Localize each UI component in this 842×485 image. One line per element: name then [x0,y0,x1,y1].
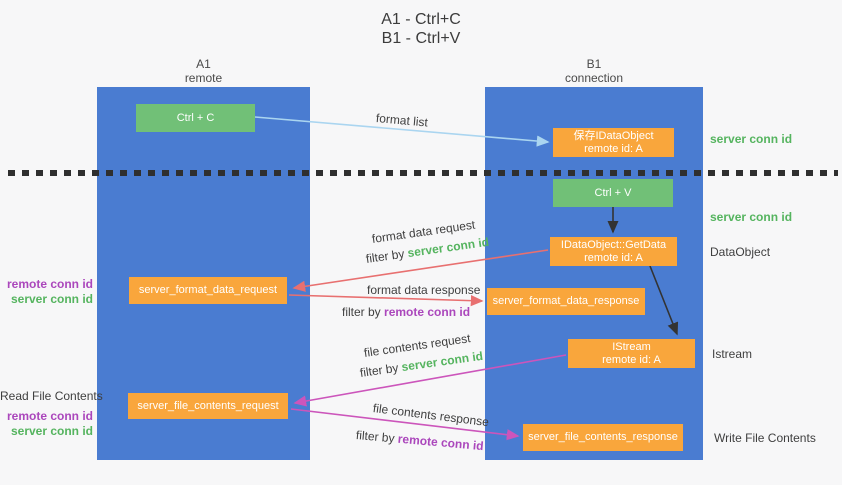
title-line-2: B1 - Ctrl+V [381,30,461,47]
filter-by-prefix: filter by [355,428,396,446]
annotation-write-file-contents: Write File Contents [714,431,816,445]
label-format-list: format list [375,111,429,130]
node-server-format-data-request: server_format_data_request [129,277,287,304]
annotation-server-conn-id-mid: server conn id [710,210,793,224]
filter-by-prefix: filter by [365,246,406,266]
node-ctrl-c: Ctrl + C [136,104,255,132]
lane-header-b1: B1 connection [485,57,703,85]
node-server-file-contents-request-label: server_file_contents_request [137,399,279,412]
node-ctrl-c-label: Ctrl + C [176,111,215,124]
node-server-file-contents-response: server_file_contents_response [523,424,683,451]
lane-header-a1: A1 remote [97,57,310,85]
node-server-format-data-response-label: server_format_data_response [492,295,640,307]
node-idataobject-getdata-line2: remote id: A [584,251,643,264]
node-save-dataobject: 保存IDataObject remote id: A [553,128,674,157]
annotation-remote-conn-id-top: remote conn id [6,277,93,291]
node-idataobject-getdata: IDataObject::GetData remote id: A [550,237,677,266]
label-filter-by-remote-conn-id-2: filter by remote conn id [355,428,484,453]
node-ctrl-v: Ctrl + V [553,179,673,207]
lane-a1-name: A1 [196,57,211,71]
remote-conn-id-accent: remote conn id [384,305,471,319]
session-divider-line [8,170,838,176]
node-server-file-contents-response-label: server_file_contents_response [528,431,678,443]
remote-conn-id-accent: remote conn id [397,431,485,454]
annotation-server-conn-id-left-bottom: server conn id [10,424,93,438]
annotation-server-conn-id-left-top: server conn id [10,292,93,306]
node-save-dataobject-line1: 保存IDataObject [573,129,654,142]
annotation-conn-ids-top: remote conn id server conn id [4,277,93,307]
annotation-istream: Istream [712,347,753,361]
node-idataobject-getdata-line1: IDataObject::GetData [560,238,667,251]
annotation-read-file-contents: Read File Contents [0,389,103,403]
node-istream: IStream remote id: A [568,339,695,368]
node-server-format-data-request-label: server_format_data_request [138,284,278,296]
diagram-title: A1 - Ctrl+C B1 - Ctrl+V [0,10,842,48]
annotation-remote-conn-id-bottom: remote conn id [6,409,93,423]
node-istream-line1: IStream [612,340,651,353]
lane-b1-name: B1 [586,57,602,71]
lane-a1-role: remote [184,71,223,85]
annotation-server-conn-id-top: server conn id [710,132,793,146]
node-ctrl-v-label: Ctrl + V [594,186,632,199]
annotation-dataobject: DataObject [710,245,771,259]
filter-by-prefix: filter by [359,360,400,380]
node-istream-line2: remote id: A [602,353,661,366]
label-format-data-response: format data response [367,283,481,297]
annotation-conn-ids-bottom: remote conn id server conn id [4,409,93,439]
lane-b1-role: connection [564,71,624,85]
node-save-dataobject-line2: remote id: A [584,142,643,155]
label-filter-by-remote-conn-id-1: filter by remote conn id [342,305,470,319]
label-file-contents-response: file contents response [372,401,490,430]
node-server-format-data-response: server_format_data_response [487,288,645,315]
node-server-file-contents-request: server_file_contents_request [128,393,288,419]
filter-by-prefix: filter by [342,305,381,319]
title-line-1: A1 - Ctrl+C [381,11,461,28]
